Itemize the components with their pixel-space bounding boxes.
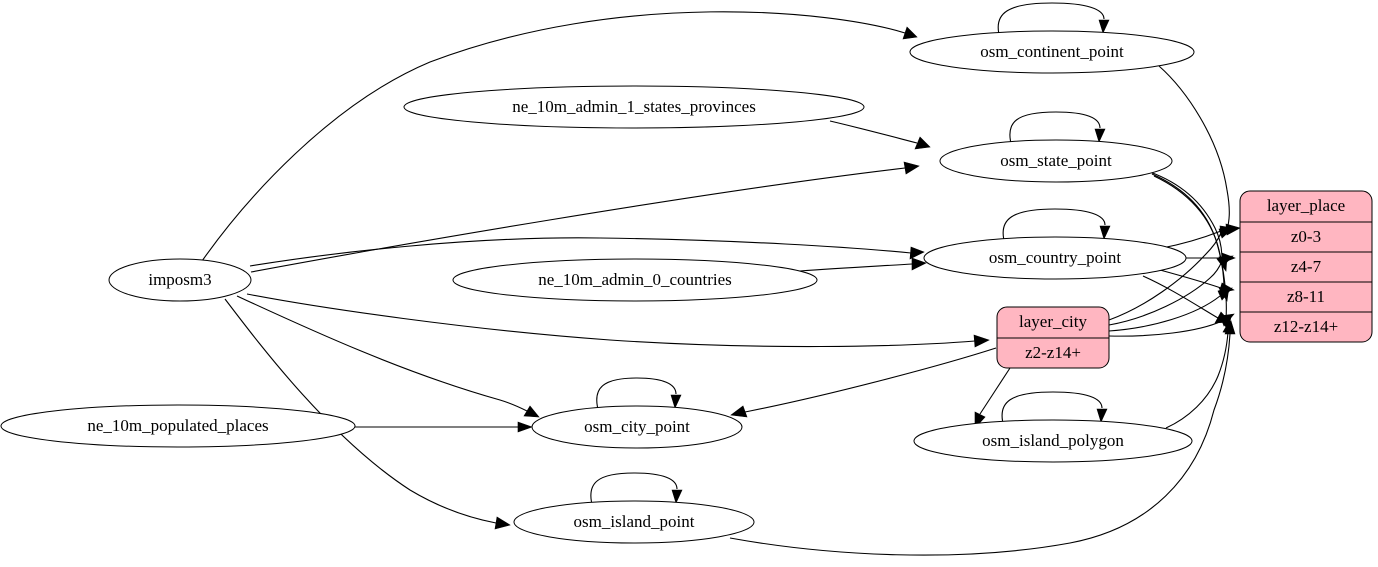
- node-osm-state-point[interactable]: osm_state_point: [939, 139, 1173, 183]
- edge-ne-states-to-osm-state-point: [829, 120, 931, 150]
- edge-layer-city-to-layer-place-z4-7: [1108, 255, 1234, 326]
- edge-imposm3-to-osm-island-point: [224, 298, 511, 530]
- edge-self-loop-osm-country-point: [1002, 208, 1111, 245]
- node-label-ne-states: ne_10m_admin_1_states_provinces: [512, 97, 756, 116]
- edge-self-loop-osm-island-polygon: [1001, 391, 1108, 428]
- node-layer-city[interactable]: layer_city z2-z14+: [996, 306, 1110, 369]
- edge-layer-city-to-layer-place-z8-11: [1108, 287, 1233, 332]
- layer-place-row-z8-11[interactable]: z8-11: [1287, 287, 1325, 306]
- layer-city-title: layer_city: [1019, 312, 1087, 331]
- node-osm-continent-point[interactable]: osm_continent_point: [909, 30, 1195, 74]
- node-label-ne-places: ne_10m_populated_places: [87, 416, 268, 435]
- edges-layer: [201, 2, 1241, 556]
- edge-osm-island-polygon-to-layer-place-z12-z14: [1165, 319, 1234, 429]
- node-osm-island-point[interactable]: osm_island_point: [513, 500, 755, 544]
- node-label-osm-continent-point: osm_continent_point: [980, 42, 1124, 61]
- nodes-layer: imposm3 ne_10m_admin_1_states_provinces …: [0, 30, 1373, 544]
- edge-imposm3-to-osm-country-point: [249, 237, 925, 267]
- layer-place-title: layer_place: [1267, 196, 1345, 215]
- node-imposm3[interactable]: imposm3: [108, 258, 252, 302]
- edge-osm-state-point-to-layer-place-z8-11: [1151, 173, 1230, 302]
- node-ne-10m-admin-0-countries[interactable]: ne_10m_admin_0_countries: [452, 258, 818, 302]
- edge-layer-city-to-osm-city-point: [730, 347, 997, 418]
- edge-imposm3-to-osm-state-point: [250, 161, 920, 273]
- edge-layer-city-to-osm-island-polygon: [974, 367, 1011, 429]
- edge-layer-city-to-layer-place-z0-3: [1108, 227, 1234, 321]
- edge-self-loop-osm-state-point: [1009, 111, 1106, 148]
- node-label-ne-countries: ne_10m_admin_0_countries: [538, 270, 732, 289]
- edge-imposm3-to-layer-city: [246, 293, 990, 348]
- node-layer-place[interactable]: layer_place z0-3 z4-7 z8-11 z12-z14+: [1239, 190, 1373, 343]
- edge-ne-countries-to-osm-country-point: [799, 257, 927, 272]
- edge-ne-places-to-osm-city-point: [355, 421, 533, 433]
- edge-imposm3-to-osm-city-point: [236, 295, 540, 418]
- edge-osm-island-point-to-layer-place-z12-z14: [729, 320, 1236, 556]
- edge-self-loop-osm-continent-point: [997, 2, 1110, 39]
- node-osm-city-point[interactable]: osm_city_point: [531, 405, 743, 449]
- edge-osm-country-point-to-layer-place-z12-z14: [1142, 275, 1231, 324]
- edge-self-loop-osm-city-point: [596, 377, 682, 414]
- node-osm-island-polygon[interactable]: osm_island_polygon: [913, 419, 1193, 463]
- node-label-osm-state-point: osm_state_point: [1000, 151, 1112, 170]
- layer-place-row-z0-3[interactable]: z0-3: [1291, 227, 1321, 246]
- node-label-osm-country-point: osm_country_point: [989, 248, 1121, 267]
- layer-place-row-z4-7[interactable]: z4-7: [1291, 257, 1322, 276]
- node-label-imposm3: imposm3: [148, 270, 211, 289]
- layer-city-row-z2-z14plus[interactable]: z2-z14+: [1025, 343, 1081, 362]
- node-osm-country-point[interactable]: osm_country_point: [923, 236, 1187, 280]
- edge-layer-city-to-layer-place-z12-z14: [1108, 313, 1235, 337]
- node-label-osm-city-point: osm_city_point: [584, 417, 690, 436]
- edge-imposm3-to-osm-continent-point: [201, 11, 918, 262]
- edge-self-loop-osm-island-point: [590, 472, 683, 509]
- node-ne-10m-populated-places[interactable]: ne_10m_populated_places: [0, 404, 356, 448]
- node-label-osm-island-polygon: osm_island_polygon: [982, 431, 1124, 450]
- node-label-osm-island-point: osm_island_point: [574, 512, 695, 531]
- layer-place-row-z12-z14plus[interactable]: z12-z14+: [1274, 317, 1338, 336]
- node-ne-10m-admin-1-states-provinces[interactable]: ne_10m_admin_1_states_provinces: [403, 85, 865, 129]
